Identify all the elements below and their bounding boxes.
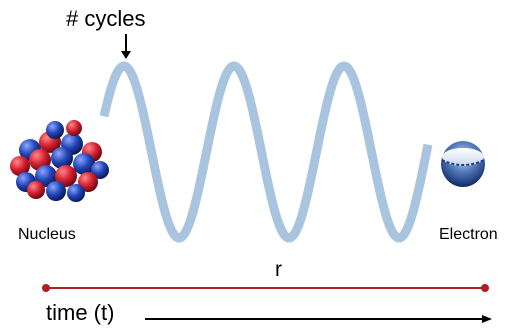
distance-r-label: r: [275, 258, 282, 281]
cycles-arrow: [121, 34, 131, 59]
nucleus-icon: [10, 120, 109, 202]
electron-icon: [441, 141, 485, 187]
time-arrow: [145, 315, 492, 323]
time-label: time (t): [46, 300, 115, 325]
distance-line: [42, 284, 489, 292]
nucleus-label: Nucleus: [18, 226, 76, 243]
electron-label: Electron: [439, 226, 498, 243]
cycles-label: # cycles: [66, 6, 146, 31]
wave: [99, 61, 433, 243]
